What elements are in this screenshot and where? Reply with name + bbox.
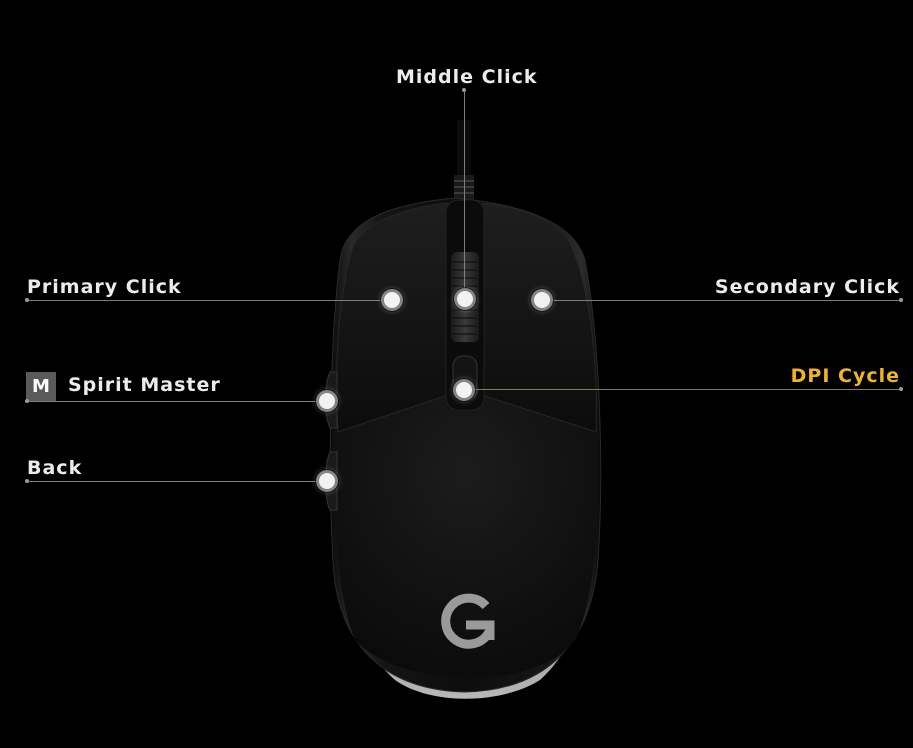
- middle-click-line-end: [462, 88, 466, 92]
- spirit-master-label: Spirit Master: [68, 374, 221, 396]
- spirit-master-line-end: [25, 399, 29, 403]
- dpi-cycle-leader-line: [464, 389, 902, 390]
- logitech-g-logo: [441, 593, 495, 649]
- secondary-click-line-end: [899, 298, 903, 302]
- back-hotspot[interactable]: [316, 470, 338, 492]
- primary-click-leader-line: [27, 300, 393, 301]
- spirit-master-hotspot[interactable]: [316, 390, 338, 412]
- primary-click-label: Primary Click: [27, 276, 182, 298]
- secondary-click-hotspot[interactable]: [531, 289, 553, 311]
- secondary-click-label: Secondary Click: [714, 276, 900, 298]
- primary-click-line-end: [25, 298, 29, 302]
- middle-click-leader-line: [464, 90, 465, 300]
- profile-badge-m: M: [26, 372, 56, 401]
- back-line-end: [25, 479, 29, 483]
- middle-click-hotspot[interactable]: [454, 288, 476, 310]
- primary-click-hotspot[interactable]: [381, 289, 403, 311]
- dpi-cycle-hotspot[interactable]: [453, 379, 475, 401]
- dpi-cycle-label: DPI Cycle: [790, 365, 900, 387]
- spirit-master-leader-line: [27, 401, 328, 402]
- back-label: Back: [27, 457, 83, 479]
- middle-click-label: Middle Click: [396, 66, 538, 88]
- back-leader-line: [27, 481, 327, 482]
- dpi-cycle-line-end: [899, 387, 903, 391]
- secondary-click-leader-line: [542, 300, 902, 301]
